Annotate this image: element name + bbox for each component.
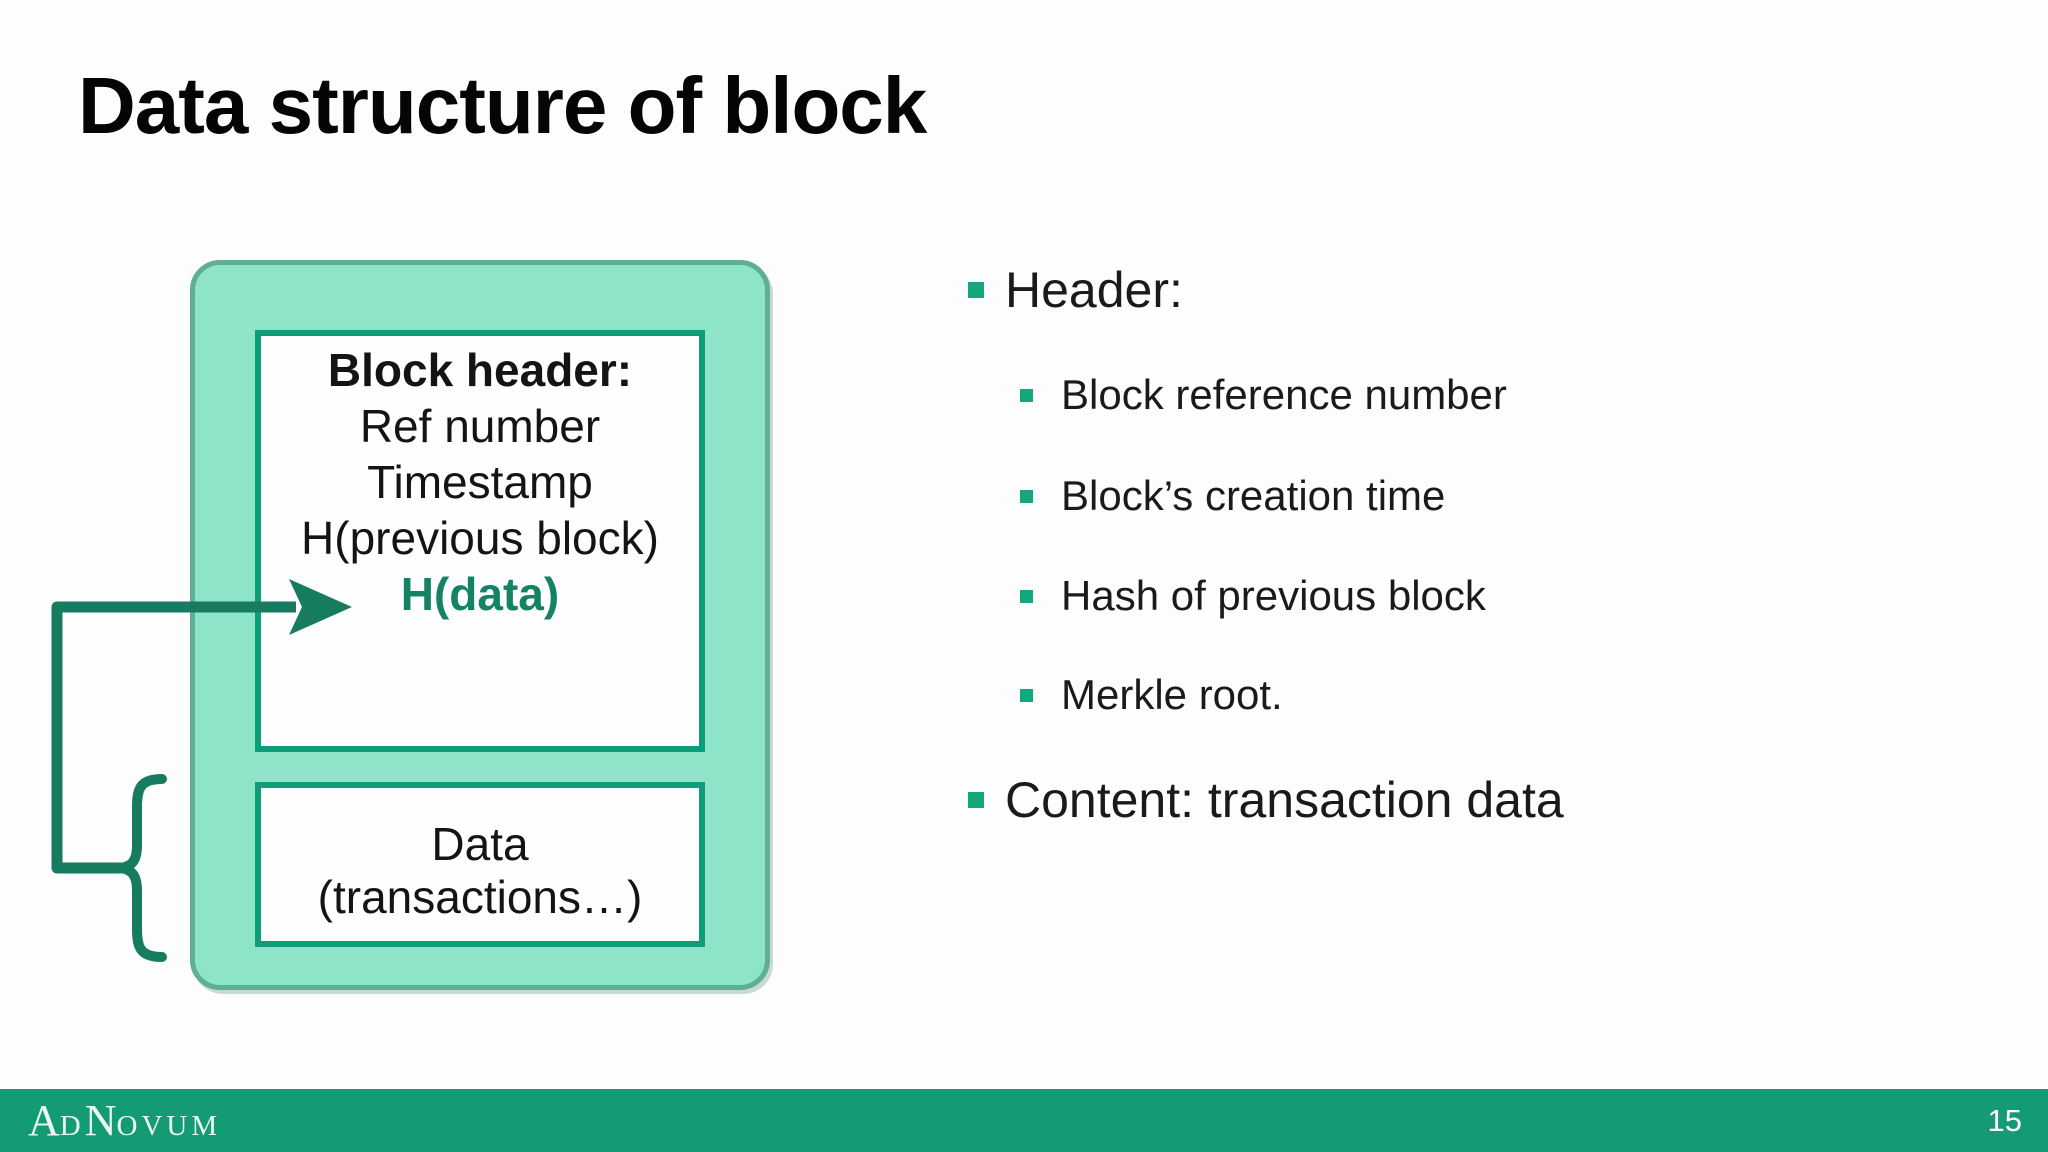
bullet-merkle-root-label: Merkle root.	[1061, 671, 1283, 718]
bullet-content-transaction-data-label: Content: transaction data	[1005, 772, 1564, 828]
bullet-header: Header:	[968, 263, 1183, 317]
logo-letter-a: A	[28, 1096, 60, 1145]
bullet-square-icon	[968, 282, 984, 298]
logo-letter-d: D	[59, 1110, 85, 1142]
bullet-hash-previous-block: Hash of previous block	[1020, 574, 1486, 618]
bullet-square-icon	[1020, 489, 1033, 503]
page-number: 15	[1987, 1102, 2022, 1138]
page-title: Data structure of block	[78, 61, 927, 150]
block-header-ref-number: Ref number	[359, 400, 601, 452]
data-box-line2: (transactions…)	[317, 871, 643, 923]
block-header-title: Block header:	[327, 344, 633, 396]
data-transactions-box: Data (transactions…)	[255, 782, 705, 947]
logo-letter-n: N	[84, 1096, 117, 1145]
bullet-square-icon	[1020, 589, 1033, 603]
curly-brace-icon	[119, 774, 167, 962]
bullet-content-transaction-data: Content: transaction data	[968, 773, 1564, 827]
bullet-hash-previous-block-label: Hash of previous block	[1061, 572, 1486, 619]
block-header-timestamp: Timestamp	[367, 456, 593, 508]
bullet-square-icon	[968, 792, 984, 808]
bullet-block-creation-time-label: Block’s creation time	[1061, 472, 1446, 519]
bullet-block-reference-number: Block reference number	[1020, 373, 1507, 417]
block-header-hash-data: H(data)	[400, 568, 560, 620]
bullet-merkle-root: Merkle root.	[1020, 673, 1283, 717]
block-header-hash-previous: H(previous block)	[301, 512, 659, 564]
bullet-header-label: Header:	[1005, 262, 1183, 318]
logo-letters-ovum: OVUM	[116, 1110, 222, 1142]
data-box-line1: Data	[431, 818, 529, 870]
bullet-square-icon	[1020, 388, 1033, 402]
bullet-block-creation-time: Block’s creation time	[1020, 474, 1445, 518]
bullet-block-reference-number-label: Block reference number	[1061, 371, 1507, 418]
bullet-square-icon	[1020, 688, 1033, 702]
block-header-box: Block header: Ref number Timestamp H(pre…	[255, 330, 705, 752]
